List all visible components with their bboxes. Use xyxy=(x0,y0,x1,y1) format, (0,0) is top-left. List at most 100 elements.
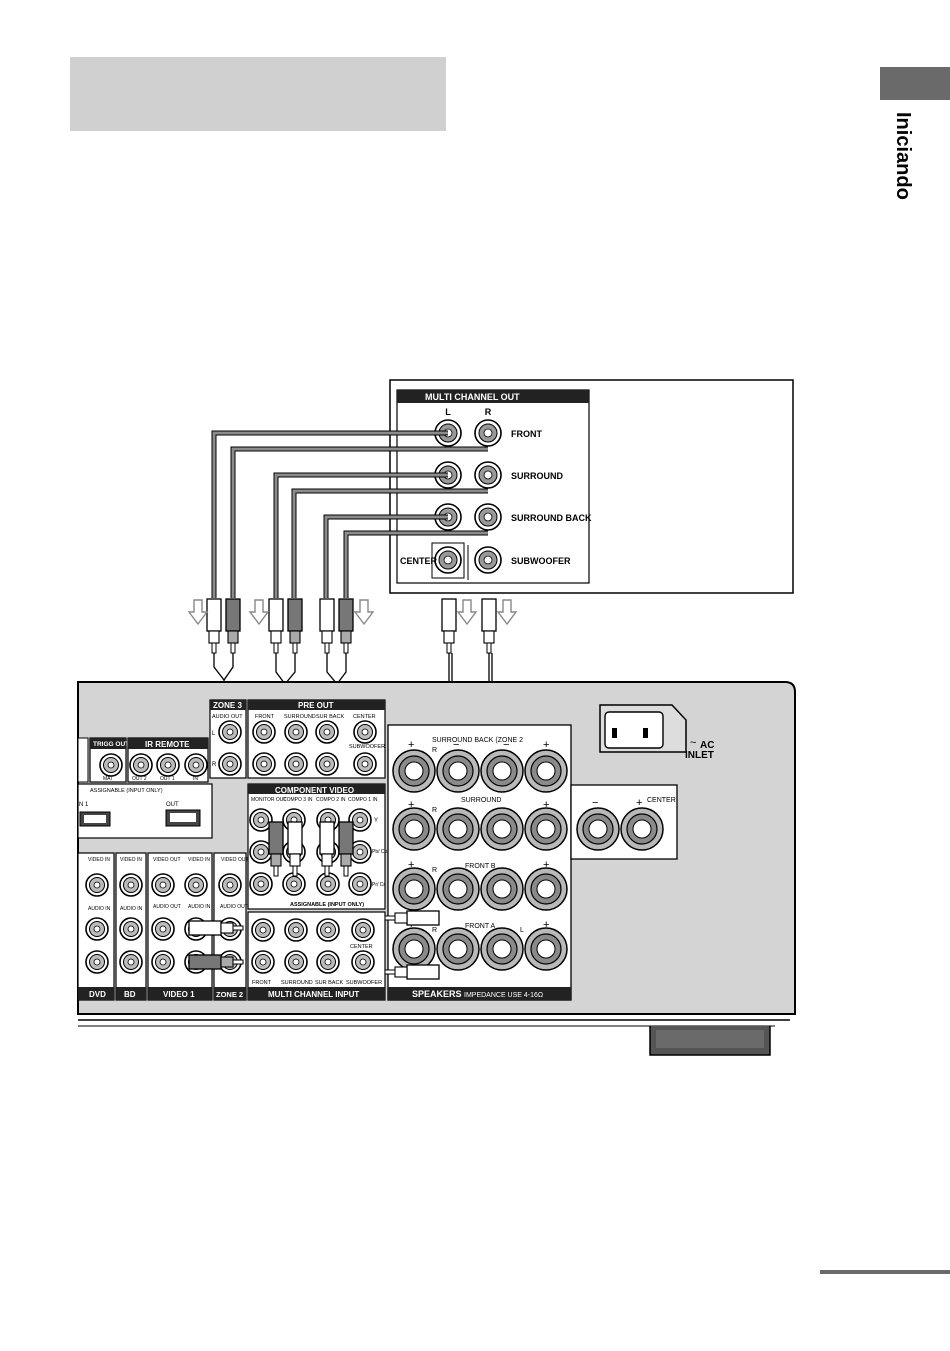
section-bd: BD xyxy=(124,990,136,999)
svg-text:SURROUND: SURROUND xyxy=(284,714,316,720)
top-plugs xyxy=(188,598,517,654)
amp-col-l: L xyxy=(445,407,451,417)
amp-row-subwoofer: SUBWOOFER xyxy=(511,556,571,566)
spk-front-b-label: FRONT B xyxy=(465,863,496,870)
preout-subwoofer-jack[interactable] xyxy=(353,752,377,776)
amp-surback-r-jack[interactable] xyxy=(474,503,502,531)
svg-text:CENTER: CENTER xyxy=(350,944,373,950)
svg-text:OUT 2: OUT 2 xyxy=(132,776,147,782)
ir-remote-title: IR REMOTE xyxy=(145,740,190,749)
spk-sb-l-minus[interactable] xyxy=(480,749,524,793)
svg-text:+: + xyxy=(543,799,549,811)
spk-fa-l-plus[interactable] xyxy=(524,927,568,971)
multi-in-front-r-jack[interactable] xyxy=(251,950,275,974)
preout-sur-l-jack[interactable] xyxy=(284,720,308,744)
spk-fb-r-plus[interactable] xyxy=(392,867,436,911)
svg-text:SURROUND: SURROUND xyxy=(281,980,313,986)
spk-surround-back-label: SURROUND BACK (ZONE 2 xyxy=(432,737,523,744)
cable-lines-thin xyxy=(211,430,488,598)
preout-surback-l-jack[interactable] xyxy=(315,720,339,744)
spk-front-a-label: FRONT A xyxy=(465,923,496,930)
spk-sb-r-minus[interactable] xyxy=(436,749,480,793)
svg-text:MAI: MAI xyxy=(103,776,112,782)
zone3-l-jack[interactable] xyxy=(218,720,242,744)
spk-fa-r-minus[interactable] xyxy=(436,927,480,971)
svg-text:SUBWOOFER: SUBWOOFER xyxy=(349,744,385,750)
multi-in-surback-r-jack[interactable] xyxy=(316,950,340,974)
spk-fb-r-minus[interactable] xyxy=(436,867,480,911)
spk-fa-l-minus[interactable] xyxy=(480,927,524,971)
svg-text:ASSIGNABLE (INPUT ONLY): ASSIGNABLE (INPUT ONLY) xyxy=(90,788,163,794)
svg-text:N 1: N 1 xyxy=(79,802,89,808)
multi-in-sur-l-jack[interactable] xyxy=(284,918,308,942)
speakers-impedance: IMPEDANCE USE 4-16Ω xyxy=(464,992,543,999)
amp-subwoofer-jack[interactable] xyxy=(474,546,502,574)
spk-sur-l-minus[interactable] xyxy=(480,807,524,851)
spk-fb-l-minus[interactable] xyxy=(480,867,524,911)
svg-text:AUDIO OUT: AUDIO OUT xyxy=(153,904,181,910)
spk-center-plus[interactable] xyxy=(620,807,664,851)
spk-sb-r-plus[interactable] xyxy=(392,749,436,793)
section-zone2: ZONE 2 xyxy=(216,990,243,999)
amp-row-front: FRONT xyxy=(511,429,542,439)
svg-text:AUDIO IN: AUDIO IN xyxy=(188,904,211,910)
trigger-jack[interactable] xyxy=(99,753,123,777)
ir-out1-jack[interactable] xyxy=(156,753,180,777)
svg-text:ASSIGNABLE (INPUT ONLY): ASSIGNABLE (INPUT ONLY) xyxy=(290,902,364,908)
spk-sur-r-minus[interactable] xyxy=(436,807,480,851)
svg-text:−: − xyxy=(453,739,459,751)
ac-line1: AC xyxy=(700,740,714,751)
svg-text:Y: Y xyxy=(374,818,378,824)
preout-front-l-jack[interactable] xyxy=(252,720,276,744)
amp-center-jack[interactable] xyxy=(434,546,462,574)
svg-text:VIDEO IN: VIDEO IN xyxy=(188,857,210,863)
svg-text:IN: IN xyxy=(193,776,198,782)
svg-text:R: R xyxy=(432,807,437,814)
amp-row-surround: SURROUND xyxy=(511,471,564,481)
svg-text:+: + xyxy=(408,739,414,751)
svg-text:+: + xyxy=(543,739,549,751)
spk-sb-l-plus[interactable] xyxy=(524,749,568,793)
spk-sur-l-plus[interactable] xyxy=(524,807,568,851)
section-video1: VIDEO 1 xyxy=(163,990,195,999)
spk-center-label: CENTER xyxy=(647,797,676,804)
svg-text:SUR BACK: SUR BACK xyxy=(315,980,343,986)
multi-in-surback-l-jack[interactable] xyxy=(316,918,340,942)
preout-center-jack[interactable] xyxy=(353,720,377,744)
amp-row-surround-back: SURROUND BACK xyxy=(511,513,592,523)
spk-fa-r-plus[interactable] xyxy=(392,927,436,971)
preout-front-r-jack[interactable] xyxy=(252,752,276,776)
multi-in-subwoofer-jack[interactable] xyxy=(351,950,375,974)
zone3-title: ZONE 3 xyxy=(213,701,242,710)
multi-in-center-jack[interactable] xyxy=(351,918,375,942)
spk-center-minus[interactable] xyxy=(576,807,620,851)
section-title-box xyxy=(70,57,446,131)
svg-text:L: L xyxy=(520,927,524,934)
spk-sur-r-plus[interactable] xyxy=(392,807,436,851)
preout-title: PRE OUT xyxy=(298,701,334,710)
svg-text:R: R xyxy=(432,867,437,874)
svg-text:VIDEO IN: VIDEO IN xyxy=(88,857,110,863)
svg-text:−: − xyxy=(592,797,598,809)
spk-fb-l-plus[interactable] xyxy=(524,867,568,911)
svg-text:OUT: OUT xyxy=(166,802,179,808)
multi-in-sur-r-jack[interactable] xyxy=(284,950,308,974)
ir-in-jack[interactable] xyxy=(184,753,208,777)
component-title: COMPONENT VIDEO xyxy=(275,786,354,795)
amp-front-r-jack[interactable] xyxy=(474,419,502,447)
amp-center-label: CENTER xyxy=(400,556,438,566)
svg-text:+: + xyxy=(636,797,642,809)
amp-surround-r-jack[interactable] xyxy=(474,461,502,489)
zone3-r-jack[interactable] xyxy=(218,752,242,776)
preout-surback-r-jack[interactable] xyxy=(315,752,339,776)
svg-text:COMPO 1 IN: COMPO 1 IN xyxy=(348,797,378,803)
multi-in-front-l-jack[interactable] xyxy=(251,918,275,942)
ir-out2-jack[interactable] xyxy=(129,753,153,777)
preout-sur-r-jack[interactable] xyxy=(284,752,308,776)
svg-text:SUR BACK: SUR BACK xyxy=(316,714,344,720)
svg-text:COMPO 3 IN: COMPO 3 IN xyxy=(283,797,313,803)
svg-text:FRONT: FRONT xyxy=(252,980,272,986)
svg-text:+: + xyxy=(408,859,414,871)
multi-in-title: MULTI CHANNEL INPUT xyxy=(268,990,359,999)
